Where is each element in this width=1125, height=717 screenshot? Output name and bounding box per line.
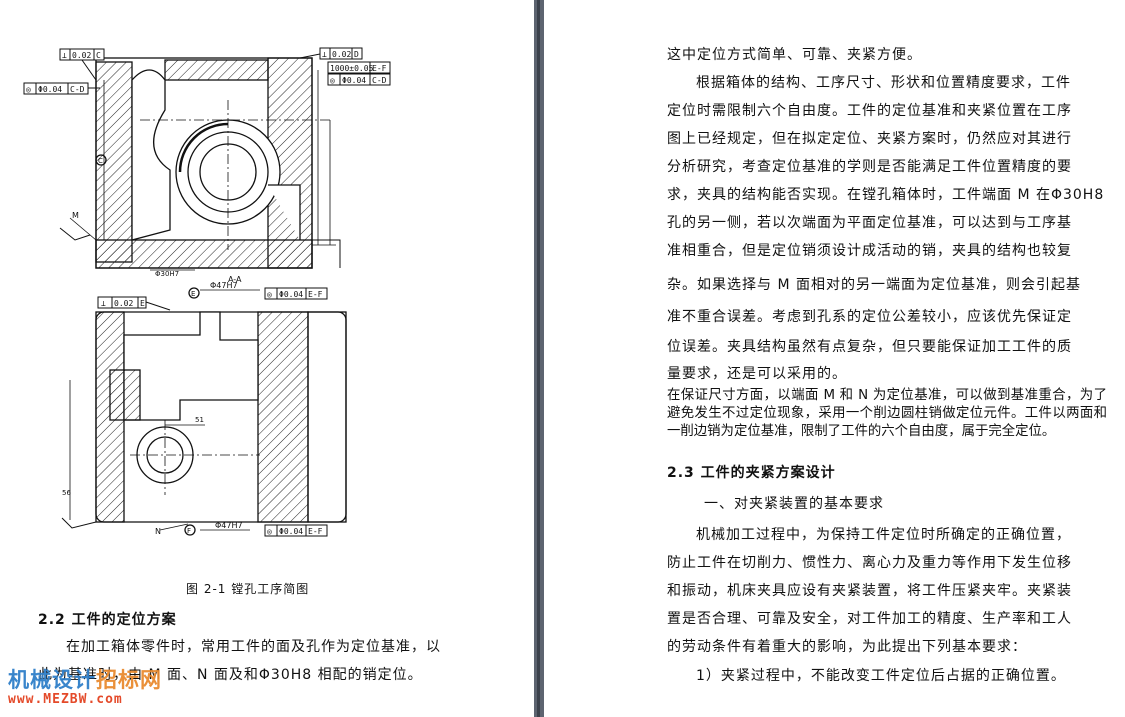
svg-text:◎: ◎ bbox=[330, 76, 335, 85]
svg-text:E-F: E-F bbox=[372, 64, 387, 73]
svg-text:C: C bbox=[96, 51, 101, 60]
section-label: A-A bbox=[228, 275, 242, 284]
dim-56: 56 bbox=[62, 489, 71, 497]
svg-text:⊥: ⊥ bbox=[62, 51, 67, 60]
sub-heading-requirements: 一、对夹紧装置的基本要求 bbox=[704, 496, 884, 512]
dim-left-top: Φ30H7 bbox=[155, 270, 179, 278]
page-gutter bbox=[534, 0, 544, 717]
bottom-view bbox=[61, 287, 347, 536]
right-page: 这中定位方式简单、可靠、夹紧方便。 根据箱体的结构、工序尺寸、形状和位置精度要求… bbox=[544, 0, 1125, 717]
svg-text:1000±0.05: 1000±0.05 bbox=[330, 64, 374, 73]
right-line-6: 求，夹具的结构能否实现。在镗孔箱体时，工件端面 M 在Φ30H8 bbox=[667, 187, 1105, 203]
svg-text:C-D: C-D bbox=[372, 76, 387, 85]
svg-text:◎: ◎ bbox=[267, 290, 272, 299]
tol-frame-7: ◎ Φ0.04 E-F bbox=[264, 524, 328, 537]
right-line-12: 量要求，还是可以采用的。 bbox=[667, 366, 847, 382]
right-para2-line-2: 防止工件在切削力、惯性力、离心力及重力等作用下发生位移 bbox=[667, 555, 1072, 571]
svg-text:Φ0.04: Φ0.04 bbox=[279, 527, 303, 536]
top-view bbox=[59, 57, 341, 271]
svg-text:◎: ◎ bbox=[267, 527, 272, 536]
right-line-11: 位误差。夹具结构虽然有点复杂，但只要能保证加工工件的质 bbox=[667, 339, 1072, 355]
svg-text:0.02: 0.02 bbox=[114, 299, 133, 308]
tol-frame-3: 1000±0.05 E-F bbox=[327, 61, 391, 74]
svg-text:⊥: ⊥ bbox=[322, 50, 327, 59]
svg-text:Φ0.04: Φ0.04 bbox=[279, 290, 303, 299]
dim-top: Φ47H7 bbox=[210, 281, 238, 290]
left-para-line-1: 在加工箱体零件时，常用工件的面及孔作为定位基准，以 bbox=[66, 639, 441, 655]
dim-bottom: Φ47H7 bbox=[215, 521, 243, 530]
right-line-8: 准相重合，但是定位销须设计成活动的销，夹具的结构也较复 bbox=[667, 243, 1072, 259]
svg-text:C-D: C-D bbox=[70, 85, 85, 94]
svg-text:E-F: E-F bbox=[308, 290, 323, 299]
left-page: ⊥ 0.02 C ◎ Φ0.04 C-D ⊥ 0.02 D bbox=[0, 0, 534, 717]
tolerance-frames: ⊥ 0.02 C ◎ Φ0.04 C-D ⊥ 0.02 D bbox=[23, 47, 391, 537]
requirement-item-1: 1）夹紧过程中，不能改变工件定位后占据的正确位置。 bbox=[696, 668, 1066, 684]
right-line-7: 孔的另一侧，若以次端面为平面定位基准，可以达到与工序基 bbox=[667, 215, 1072, 231]
right-line-5: 分析研究，考查定位基准的学则是否能满足工件位置精度的要 bbox=[667, 159, 1072, 175]
datum-c-label: C bbox=[98, 157, 103, 165]
right-para2-line-5: 的劳动条件有着重大的影响，为此提出下列基本要求： bbox=[667, 639, 1027, 655]
right-line-3: 定位时需限制六个自由度。工件的定位基准和夹紧位置在工序 bbox=[667, 103, 1072, 119]
right-para2-line-4: 置是否合理、可靠及安全，对工件加工的精度、生产率和工人 bbox=[667, 611, 1072, 627]
right-line-2: 根据箱体的结构、工序尺寸、形状和位置精度要求，工件 bbox=[696, 75, 1071, 91]
datum-f-label: F bbox=[187, 527, 191, 535]
datum-e-label: E bbox=[191, 290, 195, 298]
svg-text:D: D bbox=[354, 50, 359, 59]
tol-frame-5: ⊥ 0.02 E bbox=[97, 296, 147, 309]
right-line-10: 准不重合误差。考虑到孔系的定位公差较小，应该优先保证定 bbox=[667, 309, 1072, 325]
tol-frame-6: ◎ Φ0.04 E-F bbox=[264, 287, 328, 300]
svg-text:0.02: 0.02 bbox=[332, 50, 351, 59]
drawing-labels: A-A Φ47H7 Φ47H7 Φ30H7 51 56 C E F M N bbox=[62, 157, 243, 536]
svg-text:E: E bbox=[140, 299, 145, 308]
svg-text:◎: ◎ bbox=[26, 85, 31, 94]
svg-text:Φ0.04: Φ0.04 bbox=[342, 76, 366, 85]
dense-paragraph: 在保证尺寸方面，以端面 M 和 N 为定位基准，可以做到基准重合，为了避免发生不… bbox=[667, 388, 1107, 439]
right-para2-line-1: 机械加工过程中，为保持工件定位时所确定的正确位置， bbox=[696, 527, 1071, 543]
figure-caption: 图 2-1 镗孔工序简图 bbox=[186, 582, 310, 596]
tol-frame-2: ⊥ 0.02 D bbox=[319, 47, 363, 60]
right-para2-line-3: 和振动，机床夹具应设有夹紧装置，将工件压紧夹牢。夹紧装 bbox=[667, 583, 1072, 599]
right-line-9: 杂。如果选择与 M 面相对的另一端面为定位基准，则会引起基 bbox=[667, 277, 1081, 293]
surface-m-label: M bbox=[72, 211, 79, 220]
tol-frame-4: ◎ Φ0.04 C-D bbox=[327, 73, 391, 86]
svg-text:Φ0.04: Φ0.04 bbox=[38, 85, 62, 94]
left-para-line-2: 此为基准时，由 M 面、N 面及和Φ30H8 相配的销定位。 bbox=[38, 667, 423, 683]
svg-text:0.02: 0.02 bbox=[72, 51, 91, 60]
right-line-4: 图上已经规定，但在拟定定位、夹紧方案时，仍然应对其进行 bbox=[667, 131, 1072, 147]
svg-text:⊥: ⊥ bbox=[101, 299, 106, 308]
tol-frame-1: ◎ Φ0.04 C-D bbox=[23, 82, 89, 95]
site-watermark: 机械设计招标网 www.MEZBW.com bbox=[8, 668, 162, 707]
heading-2-3: 2.3 工件的夹紧方案设计 bbox=[667, 465, 836, 481]
surface-n-label: N bbox=[155, 527, 161, 536]
boring-operation-drawing: ⊥ 0.02 C ◎ Φ0.04 C-D ⊥ 0.02 D bbox=[23, 47, 391, 537]
tol-frame-0: ⊥ 0.02 C bbox=[59, 48, 105, 61]
heading-2-2: 2.2 工件的定位方案 bbox=[38, 612, 177, 628]
dim-51: 51 bbox=[195, 416, 204, 424]
right-line-1: 这中定位方式简单、可靠、夹紧方便。 bbox=[667, 47, 922, 63]
svg-text:E-F: E-F bbox=[308, 527, 323, 536]
